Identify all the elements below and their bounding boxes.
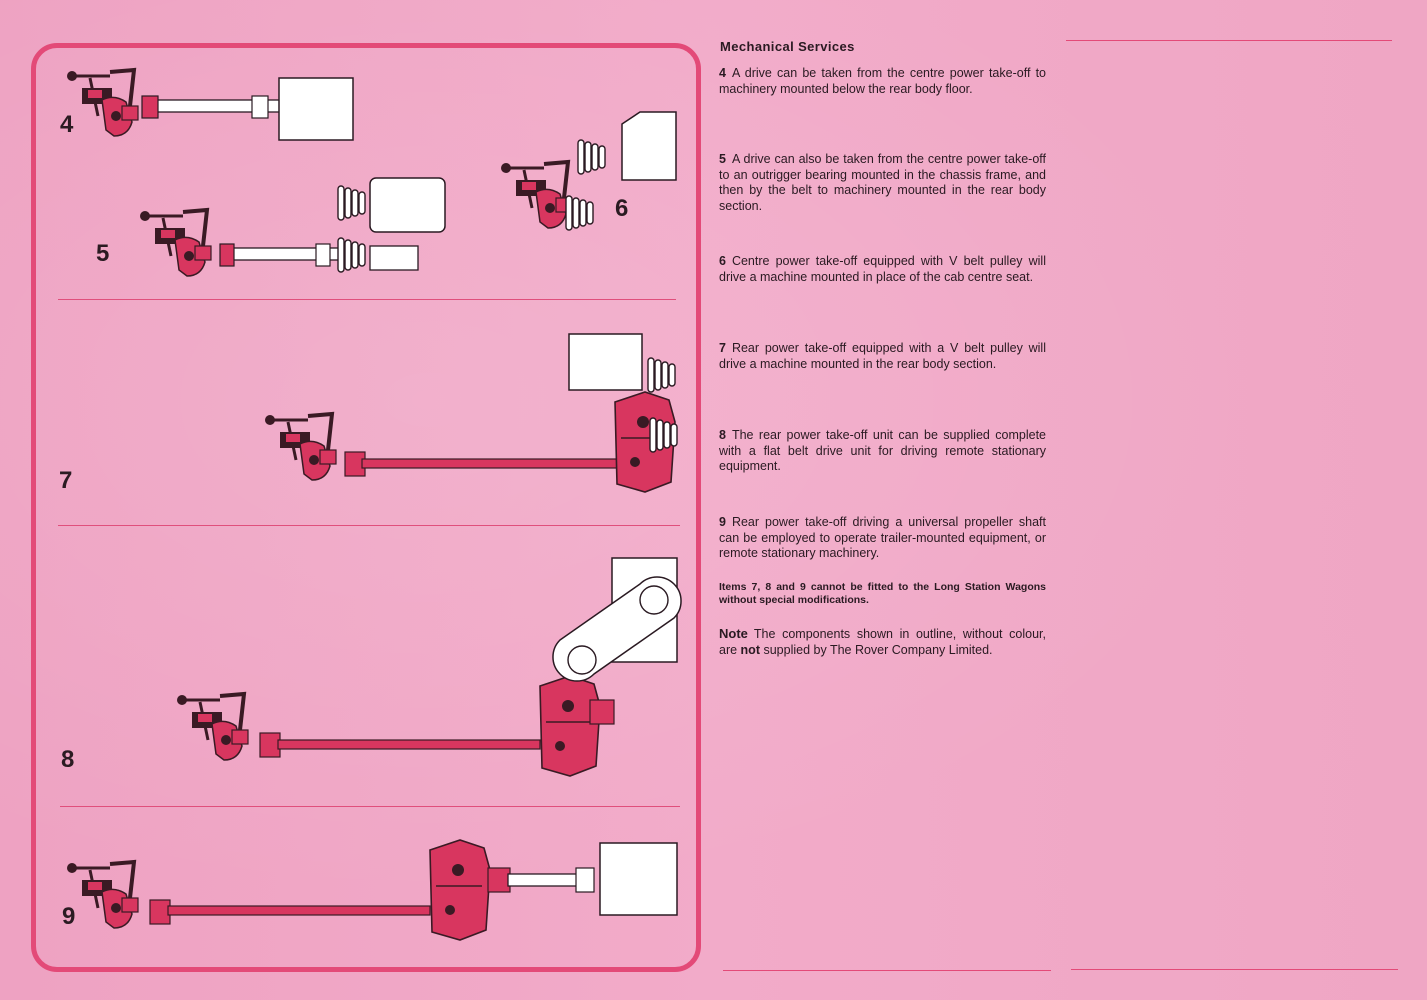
figure-number-9: 9	[62, 903, 76, 930]
paragraph-text: Centre power take-off equipped with V be…	[719, 254, 1046, 284]
paragraph-number: 7	[719, 341, 726, 355]
bottom-right-rule	[1071, 969, 1398, 970]
illustration-frame	[31, 43, 701, 972]
figure-number-6: 6	[615, 195, 629, 222]
fig7-shaft	[344, 333, 678, 493]
fig5-shaft	[219, 177, 446, 273]
note-emphasis: not	[740, 642, 760, 657]
note-label: Note	[719, 626, 748, 641]
fig6-machine	[565, 111, 677, 231]
figure-number-4: 4	[60, 111, 74, 138]
note-text-before: The components shown in outline, without…	[719, 627, 1046, 657]
paragraph-text: Rear power take-off equipped with a V be…	[719, 341, 1046, 371]
bottom-center-rule	[723, 970, 1051, 971]
fig9-shaft	[149, 839, 678, 941]
figure-number-8: 8	[61, 746, 75, 773]
paragraph-number: 6	[719, 254, 726, 268]
divider-1	[58, 299, 676, 300]
paragraph-number: 9	[719, 515, 726, 529]
section-heading: Mechanical Services	[720, 39, 855, 54]
paragraph-text: A drive can be taken from the centre pow…	[719, 66, 1046, 96]
divider-2	[58, 525, 680, 526]
top-right-rule	[1066, 40, 1392, 41]
caution-text: Items 7, 8 and 9 cannot be fitted to the…	[719, 581, 1046, 606]
paragraph-number: 4	[719, 66, 726, 80]
paragraph-text: The rear power take-off unit can be supp…	[719, 428, 1046, 474]
divider-3	[60, 806, 680, 807]
fig8-shaft	[259, 557, 682, 777]
figure-number-5: 5	[96, 240, 110, 267]
fig4-shaft	[141, 77, 354, 141]
figure-number-7: 7	[59, 467, 73, 494]
paragraph-text: A drive can also be taken from the centr…	[719, 152, 1046, 213]
note-text-after: supplied by The Rover Company Limited.	[759, 642, 993, 657]
paragraph-text: Rear power take-off driving a universal …	[719, 515, 1046, 561]
paragraph-number: 5	[719, 152, 726, 166]
paragraph-number: 8	[719, 428, 726, 442]
